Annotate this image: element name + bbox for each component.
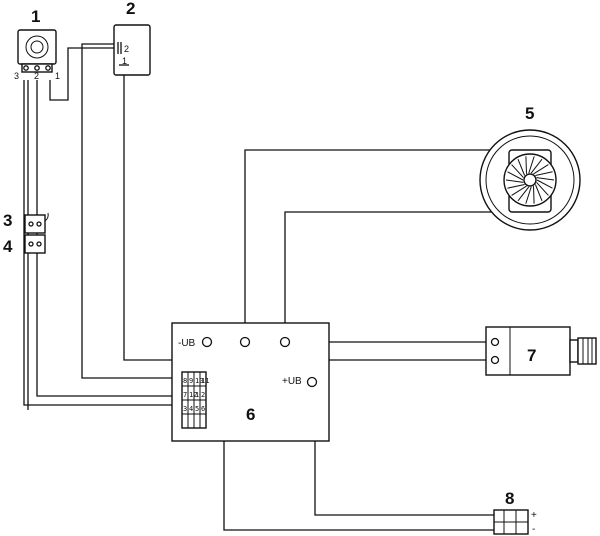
pin-6: 6 — [201, 405, 205, 413]
label-component-8: 8 — [505, 489, 514, 508]
potentiometer-dial-outer — [25, 35, 49, 59]
potentiometer-pin3 — [23, 65, 29, 71]
heater: 7 — [485, 326, 597, 376]
fan-blade — [525, 186, 532, 204]
connector-4-body — [24, 234, 46, 254]
fan-blade — [536, 177, 555, 181]
fan-blade — [517, 186, 530, 202]
fan: 5 — [479, 104, 581, 231]
fan-blade — [536, 182, 549, 196]
label-component-3: 3 — [3, 211, 12, 230]
pin-11: 11 — [201, 377, 209, 385]
fan-blade — [507, 184, 525, 189]
pin-3: 3 — [183, 405, 187, 413]
terminal-fan-2 — [279, 336, 291, 348]
switch-pin-label-2: 2 — [124, 44, 129, 54]
label-pos-ub: +UB — [282, 376, 302, 387]
pin-2: 2 — [201, 391, 205, 399]
pin-7: 7 — [183, 391, 187, 399]
fan-blade — [505, 179, 524, 183]
fan-housing-inner — [485, 135, 575, 225]
fan-blade — [507, 171, 524, 181]
label-neg-ub: -UB — [178, 338, 196, 349]
terminal-neg-ub — [201, 336, 213, 348]
pin-12: 12 — [189, 391, 197, 399]
pin-5: 5 — [195, 405, 199, 413]
label-component-1: 1 — [31, 7, 40, 26]
potentiometer-pin1 — [45, 65, 51, 71]
pot-pin-label-2: 2 — [34, 71, 39, 81]
fan-hub — [523, 173, 537, 187]
pin-9: 9 — [189, 377, 193, 385]
terminal-fan-1 — [239, 336, 251, 348]
pin-1: 1 — [195, 391, 199, 399]
fan-blade — [530, 158, 543, 174]
wire-pot-pin1-switch — [49, 47, 118, 101]
wire-fan-bottom — [284, 211, 510, 342]
wire-pot-pin2 — [36, 80, 182, 397]
pot-pin-label-1: 1 — [55, 71, 60, 81]
heater-terminal-2 — [490, 355, 500, 365]
battery: 8 + - — [493, 489, 537, 535]
connector-3-pin-b — [36, 221, 42, 227]
fan-blade — [535, 171, 553, 176]
control-unit-connector: 8 9 10 11 7 12 1 2 3 4 5 6 — [181, 371, 209, 429]
label-component-6: 6 — [246, 405, 255, 424]
pot-pin-label-3: 3 — [14, 71, 19, 81]
fan-blades — [505, 156, 555, 204]
fan-blade — [534, 184, 543, 201]
switch-body — [113, 24, 151, 76]
pin-10: 10 — [195, 377, 203, 385]
fan-blade — [533, 164, 549, 175]
wire-battery-plus — [314, 388, 494, 516]
connector-3-body — [24, 214, 46, 234]
fan-blade — [536, 179, 553, 189]
heater-body — [485, 326, 571, 376]
fan-blade — [525, 156, 527, 174]
heater-plug-cap — [577, 337, 597, 365]
heater-plug-neck — [569, 339, 579, 363]
potentiometer-body — [17, 29, 57, 65]
potentiometer: 1 3 2 1 — [14, 7, 60, 81]
potentiometer-dial-inner — [30, 40, 44, 54]
fan-blade — [517, 159, 526, 176]
pin-8: 8 — [183, 377, 187, 385]
connector-4-pin-b — [36, 241, 42, 247]
wire-pot-pin3 — [23, 80, 182, 406]
fan-blade — [533, 186, 535, 204]
wires — [23, 43, 510, 531]
switch: 2 2 1 — [113, 0, 151, 76]
battery-minus-label: - — [532, 524, 535, 535]
potentiometer-pin2 — [34, 65, 40, 71]
battery-plus-label: + — [531, 510, 537, 521]
heater-terminal-1 — [490, 337, 500, 347]
pin-4: 4 — [189, 405, 193, 413]
label-component-7: 7 — [527, 346, 536, 365]
control-unit: -UB +UB 8 9 10 11 7 12 1 2 3 4 5 6 6 — [171, 322, 330, 442]
fan-blade — [511, 164, 524, 178]
connector-4-pin-a — [28, 241, 34, 247]
connectors-3-4: 3 4 — [3, 211, 49, 256]
switch-pin-label-1: 1 — [122, 56, 127, 66]
label-component-5: 5 — [525, 104, 534, 123]
fan-blade — [528, 156, 535, 174]
terminal-pos-ub — [306, 376, 318, 388]
label-component-4: 4 — [3, 237, 13, 256]
fan-blade — [511, 185, 527, 196]
wire-switch-unit-row1 — [81, 43, 182, 379]
label-component-2: 2 — [126, 0, 135, 18]
connector-3-pin-a — [28, 221, 34, 227]
wire-fan-top — [244, 149, 510, 342]
connector-3-latch — [44, 212, 49, 222]
